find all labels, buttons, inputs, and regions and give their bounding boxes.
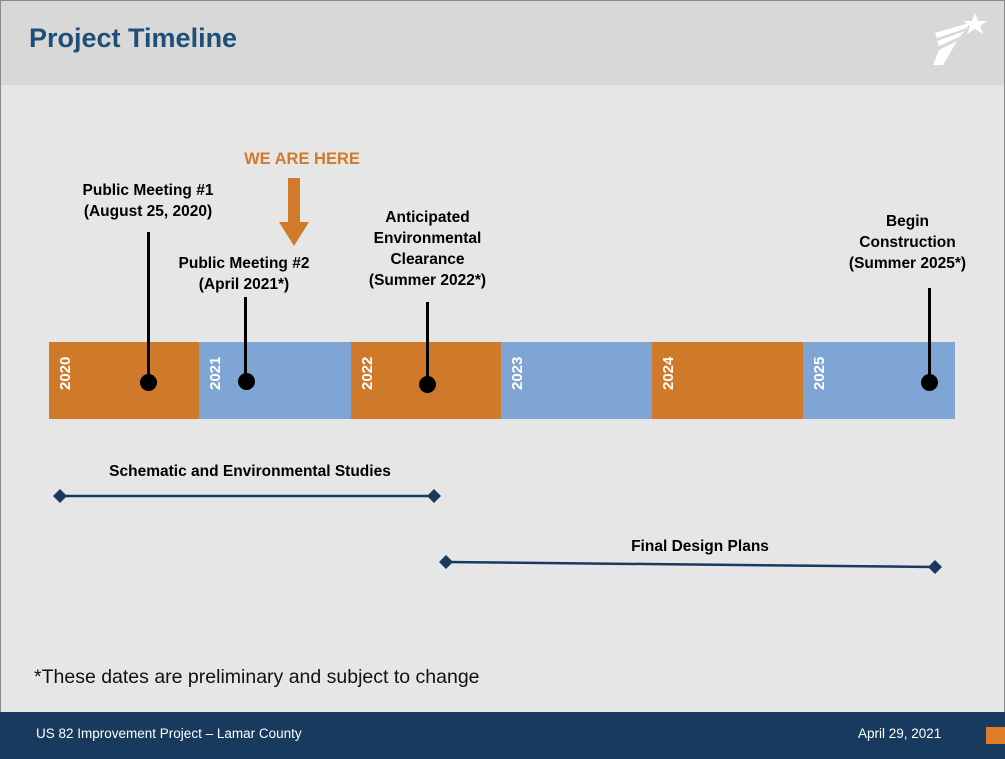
year-label-2023: 2023 [509,356,526,390]
phase-label-design: Final Design Plans [631,538,769,555]
year-segment-2023: 2023 [501,342,652,419]
txdot-star-logo-icon [933,13,987,65]
milestone-stem-3 [426,302,429,384]
footer-bar: US 82 Improvement Project – Lamar County… [0,712,1005,759]
year-segment-2024: 2024 [652,342,803,419]
page-title: Project Timeline [29,23,238,53]
milestone-dot-4 [921,374,938,391]
page-number-tab [986,727,1005,744]
milestone-label-begin-construction: Begin Construction (Summer 2025*) [848,213,967,272]
year-label-2022: 2022 [359,356,376,390]
year-label-2020: 2020 [57,356,74,390]
year-label-2024: 2024 [660,356,677,390]
milestone-dot-2 [238,373,255,390]
footnote: *These dates are preliminary and subject… [34,666,480,688]
footer-date: April 29, 2021 [858,726,942,741]
phase-label-studies: Schematic and Environmental Studies [109,463,391,480]
year-label-2025: 2025 [811,356,828,390]
milestone-stem-1 [147,232,150,382]
milestone-stem-2 [244,297,247,380]
year-segment-2020: 2020 [49,342,199,419]
milestone-dot-1 [140,374,157,391]
milestone-label-public-meeting-1: Public Meeting #1 (August 25, 2020) [82,182,214,220]
milestone-label-environmental-clearance: Anticipated Environmental Clearance (Sum… [368,209,487,289]
milestone-stem-4 [928,288,931,382]
down-arrow-icon [279,178,309,246]
year-label-2021: 2021 [207,356,224,390]
we-are-here-label: WE ARE HERE [244,150,360,168]
year-segment-2021: 2021 [199,342,351,419]
footer-project-name: US 82 Improvement Project – Lamar County [36,726,302,741]
milestone-dot-3 [419,376,436,393]
milestone-label-public-meeting-2: Public Meeting #2 (April 2021*) [178,255,310,293]
header-bar: Project Timeline [1,1,1004,85]
